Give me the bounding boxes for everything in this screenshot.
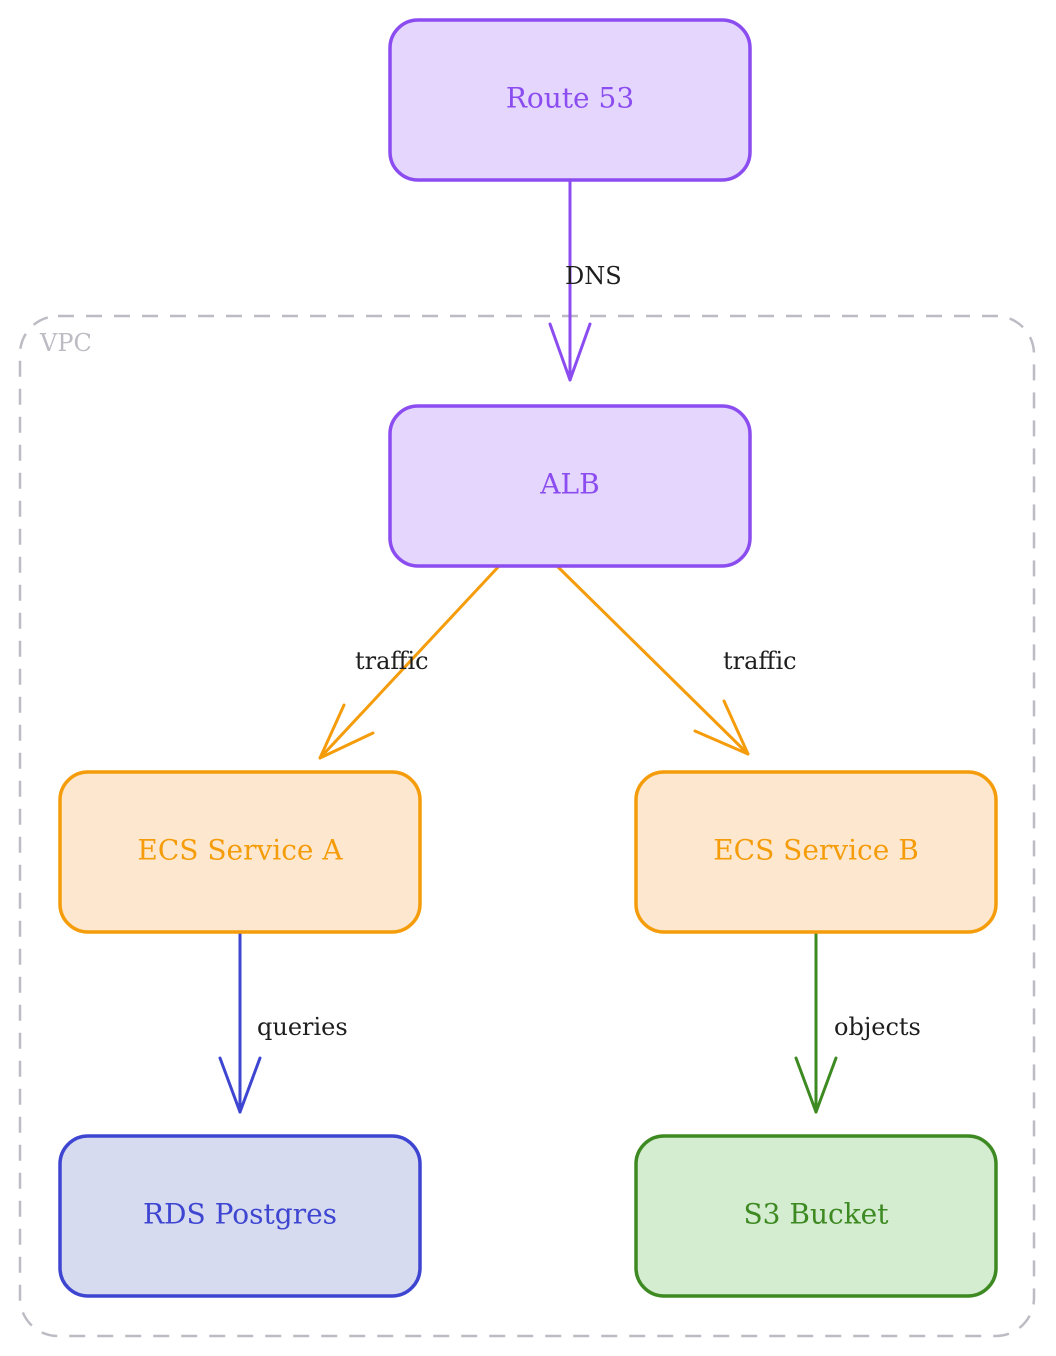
node-rds-postgres-label: RDS Postgres [143, 1198, 337, 1231]
edge-dns-arrowhead [548, 322, 592, 382]
edge-queries: queries [218, 930, 348, 1114]
edge-objects: objects [794, 930, 921, 1114]
node-ecs-service-a-label: ECS Service A [137, 834, 343, 867]
edge-traffic-a-line [318, 563, 502, 760]
node-rds-postgres[interactable]: RDS Postgres [58, 1134, 422, 1298]
node-ecs-service-b-label: ECS Service B [713, 834, 919, 867]
node-route-53-box [388, 18, 752, 182]
node-alb[interactable]: ALB [388, 404, 752, 568]
vpc-group: VPC [18, 314, 1036, 1338]
node-ecs-service-a-box [58, 770, 422, 934]
node-ecs-service-b[interactable]: ECS Service B [634, 770, 998, 934]
vpc-boundary [18, 314, 1036, 1338]
edge-traffic-b-arrowhead [693, 699, 750, 756]
edge-queries-arrowhead [218, 1056, 262, 1114]
node-s3-bucket-box [634, 1134, 998, 1298]
edge-traffic-b-label: traffic [723, 647, 797, 675]
edge-objects-arrowhead [794, 1056, 838, 1114]
edge-traffic-a: traffic [318, 563, 502, 760]
vpc-label: VPC [39, 329, 92, 357]
node-route-53[interactable]: Route 53 [388, 18, 752, 182]
node-route-53-label: Route 53 [506, 82, 634, 115]
edge-dns-label: DNS [565, 262, 622, 290]
node-ecs-service-b-box [634, 770, 998, 934]
node-alb-label: ALB [539, 468, 599, 501]
node-s3-bucket[interactable]: S3 Bucket [634, 1134, 998, 1298]
edge-objects-label: objects [834, 1013, 921, 1041]
node-rds-postgres-box [58, 1134, 422, 1298]
edge-queries-label: queries [257, 1013, 348, 1041]
edge-traffic-a-arrowhead [318, 703, 375, 760]
edge-traffic-a-label: traffic [355, 647, 429, 675]
edge-dns: DNS [548, 180, 622, 382]
node-s3-bucket-label: S3 Bucket [744, 1198, 890, 1231]
edge-traffic-b-line [554, 563, 750, 756]
node-alb-box [388, 404, 752, 568]
edge-traffic-b: traffic [554, 563, 797, 756]
node-ecs-service-a[interactable]: ECS Service A [58, 770, 422, 934]
